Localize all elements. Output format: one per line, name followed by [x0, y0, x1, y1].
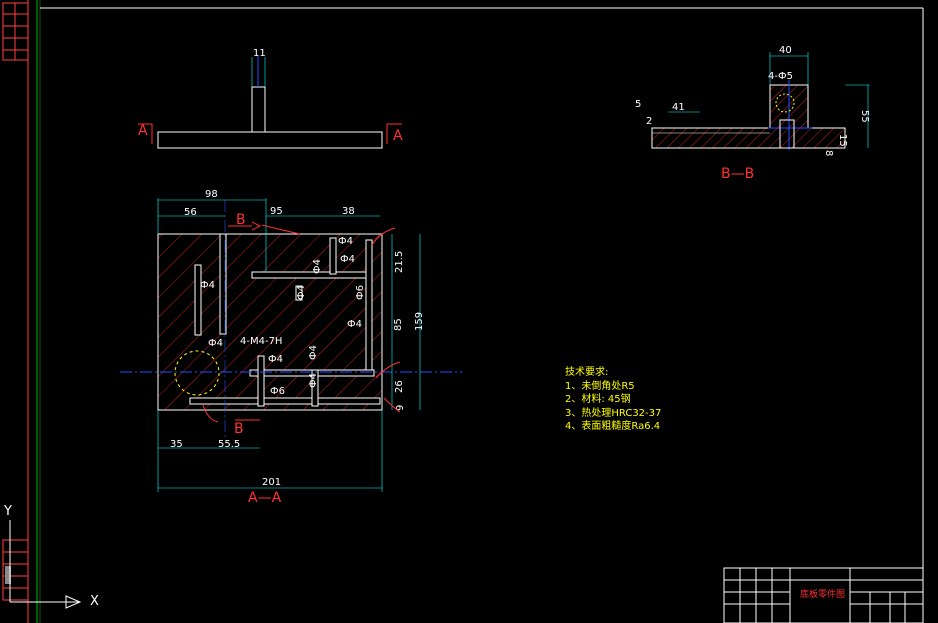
- aa-phi-6: Ф4: [268, 354, 283, 365]
- aa-phi-8: Ф4: [308, 373, 319, 388]
- bb-dim-55: 55: [859, 110, 870, 123]
- aa-dim-35: 35: [170, 439, 183, 450]
- bb-title: B—B: [721, 166, 754, 182]
- aa-phi-11: Ф4: [338, 236, 353, 247]
- bb-dim-15: 15: [837, 134, 848, 147]
- aa-phi-1: Ф4: [200, 280, 215, 291]
- aa-dim-201: 201: [262, 477, 281, 488]
- tech-item-1: 1、未倒角处R5: [565, 380, 635, 392]
- bb-dim-41: 41: [672, 102, 685, 113]
- bb-dim-2: 2: [646, 116, 652, 127]
- tech-item-3: 3、热处理HRC32-37: [565, 407, 662, 419]
- bb-dim-8: 8: [823, 150, 834, 156]
- top-view: 11 A A: [138, 48, 403, 149]
- tech-item-4: 4、表面粗糙度Ra6.4: [565, 421, 661, 432]
- aa-phi-12: Ф4: [340, 254, 355, 265]
- title-block-name: 底板零件图: [800, 588, 845, 600]
- axis-y-label: Y: [4, 504, 12, 519]
- top-dim-11: 11: [253, 48, 266, 59]
- aa-dim-98: 98: [205, 189, 218, 200]
- tech-title: 技术要求:: [565, 367, 609, 378]
- section-bb-view: 40 4-Ф5 41 5 2 55 15 8 B—B: [635, 45, 870, 182]
- bb-dim-5: 5: [635, 99, 641, 110]
- aa-dim-159: 159: [414, 312, 425, 331]
- aa-phi-5: Ф6: [355, 285, 366, 300]
- aa-title: A—A: [248, 490, 282, 506]
- aa-dim-38: 38: [342, 206, 355, 217]
- title-block: 底板零件图: [723, 567, 924, 623]
- aa-dim-9: 9: [395, 405, 406, 411]
- technical-requirements: 技术要求: 1、未倒角处R5 2、材料: 45钢 3、热处理HRC32-37 4…: [565, 366, 661, 434]
- ucs-icon: [9, 520, 82, 609]
- bb-dim-holes: 4-Ф5: [768, 71, 793, 82]
- section-a-left-marker: A: [138, 123, 148, 139]
- aa-dim-555: 55.5: [218, 439, 240, 450]
- aa-phi-4: Ф4: [347, 319, 362, 330]
- aa-phi-10: Ф4: [312, 259, 323, 274]
- aa-phi-9: Ф6: [270, 386, 285, 397]
- aa-phi-3: Ф4: [296, 285, 307, 300]
- bb-dim-40: 40: [779, 45, 792, 56]
- axis-x-label: X: [90, 594, 99, 609]
- aa-phi-7: Ф4: [308, 345, 319, 360]
- aa-marker-b-top: B: [236, 212, 246, 228]
- tech-item-2: 2、材料: 45钢: [565, 394, 631, 405]
- aa-dim-95: 95: [270, 206, 283, 217]
- aa-phi-2: Ф4: [208, 338, 223, 349]
- left-toolbar[interactable]: [0, 0, 32, 623]
- section-a-right-marker: A: [393, 128, 403, 144]
- aa-marker-b-bottom: B: [234, 421, 244, 437]
- aa-dim-56: 56: [184, 207, 197, 218]
- aa-dim-85: 85: [393, 318, 404, 331]
- aa-dim-215: 21.5: [394, 251, 405, 273]
- section-aa-view: 98 56 95 38 21.5 85 159 26 9 35 55.5 201…: [120, 189, 462, 506]
- aa-thread-label: 4-M4-7H: [240, 336, 282, 347]
- aa-dim-26: 26: [394, 380, 405, 393]
